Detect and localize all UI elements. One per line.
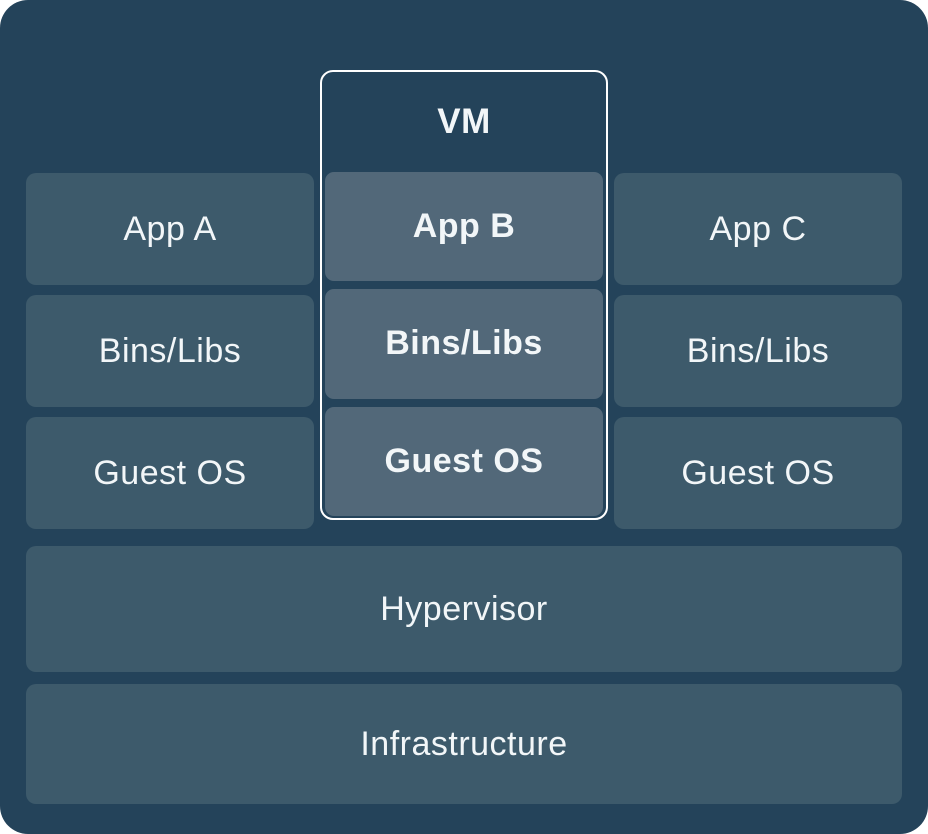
stack-left: App A Bins/Libs Guest OS — [26, 173, 314, 529]
vm-stack: App B Bins/Libs Guest OS — [322, 172, 606, 518]
layer-infrastructure: Infrastructure — [26, 684, 902, 804]
vm-container: VM App B Bins/Libs Guest OS — [320, 70, 608, 520]
box-guest-os-right: Guest OS — [614, 417, 902, 529]
box-guest-os-middle: Guest OS — [325, 406, 603, 516]
box-app-a: App A — [26, 173, 314, 285]
box-app-c: App C — [614, 173, 902, 285]
box-guest-os-left: Guest OS — [26, 417, 314, 529]
layer-hypervisor: Hypervisor — [26, 546, 902, 672]
stack-right: App C Bins/Libs Guest OS — [614, 173, 902, 529]
box-bins-libs-middle: Bins/Libs — [325, 289, 603, 399]
box-app-b: App B — [325, 172, 603, 282]
box-bins-libs-left: Bins/Libs — [26, 295, 314, 407]
vm-title: VM — [437, 102, 491, 141]
box-bins-libs-right: Bins/Libs — [614, 295, 902, 407]
